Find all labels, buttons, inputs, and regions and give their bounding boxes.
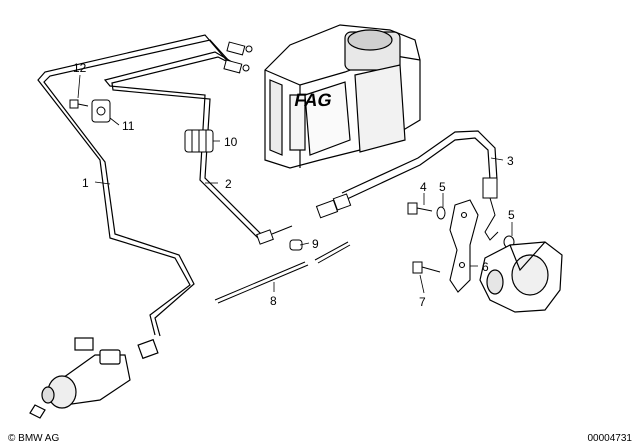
brake-caliper <box>479 241 563 313</box>
bolt-7 <box>412 261 441 274</box>
brake-hose-3 <box>341 130 498 201</box>
line-fittings-top <box>223 41 253 74</box>
callout-4: 4 <box>420 180 427 194</box>
callout-6: 6 <box>482 260 489 274</box>
callout-9: 9 <box>312 237 319 251</box>
hose-fittings <box>315 177 499 241</box>
document-number: 00004731 <box>587 433 633 444</box>
brake-line-1 <box>37 34 241 337</box>
master-cylinder <box>29 337 159 419</box>
washer-5-left <box>436 206 446 220</box>
callout-11: 11 <box>122 119 135 133</box>
callout-3: 3 <box>507 154 514 168</box>
callout-8: 8 <box>270 294 277 308</box>
sensor-cable-8 <box>214 241 351 304</box>
callout-5b: 5 <box>508 208 515 222</box>
copyright-text: © BMW AG <box>8 433 60 444</box>
bolt-12 <box>69 99 89 109</box>
unit-brand-label: FAG <box>293 90 334 110</box>
hydraulic-unit <box>264 24 421 169</box>
callout-5a: 5 <box>439 180 446 194</box>
line-connector <box>256 225 303 251</box>
clip-10 <box>184 129 214 153</box>
callout-2: 2 <box>225 177 232 191</box>
callout-10: 10 <box>224 135 238 149</box>
bracket-6 <box>449 199 479 293</box>
leader-lines <box>77 74 513 294</box>
callout-12: 12 <box>73 61 87 75</box>
bolt-4 <box>407 202 433 215</box>
callout-1: 1 <box>82 176 89 190</box>
bracket-11 <box>91 99 111 123</box>
callout-7: 7 <box>419 295 426 309</box>
brake-line-2 <box>103 51 265 241</box>
